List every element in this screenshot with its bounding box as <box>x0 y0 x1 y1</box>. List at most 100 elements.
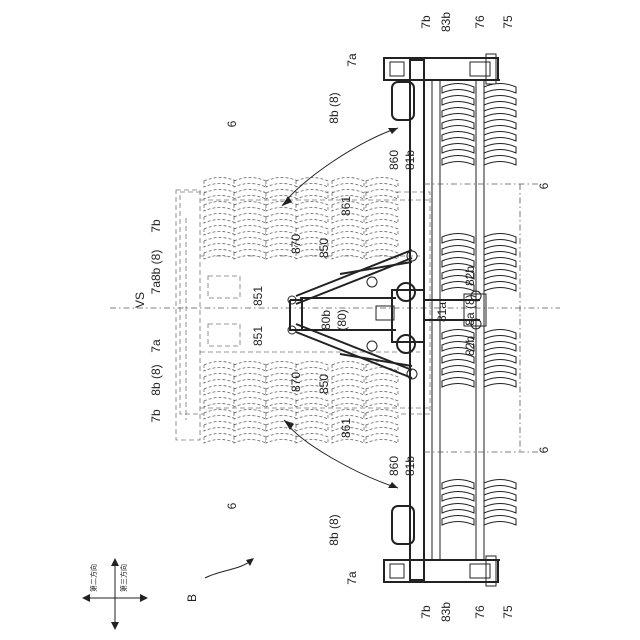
disc-blade <box>442 378 474 388</box>
disc-blade <box>204 434 236 444</box>
reference-label-g_8b8: 8b (8) <box>149 364 163 395</box>
disc-blade <box>484 156 516 166</box>
disc-blade <box>296 202 328 212</box>
reference-label-l_82b_top: 82b <box>463 266 477 286</box>
disc-blade <box>484 96 516 106</box>
disc-blade <box>204 238 236 248</box>
reference-label-l_82b_bot: 82b <box>463 336 477 356</box>
reference-label-l_81b_bot: 81b <box>403 456 417 476</box>
disc-blade <box>204 202 236 212</box>
disc-blade <box>204 374 236 384</box>
disc-blade <box>332 398 364 408</box>
disc-blade <box>296 422 328 432</box>
disc-blade <box>204 190 236 200</box>
disc-blade <box>266 178 298 188</box>
reference-label-l_83b_top: 83b <box>439 12 453 32</box>
reference-label-l_861_top: 861 <box>339 196 353 216</box>
disc-blade <box>366 202 398 212</box>
disc-blade <box>442 120 474 130</box>
disc-blade <box>442 480 474 490</box>
disc-blade <box>442 258 474 268</box>
disc-blade <box>204 214 236 224</box>
disc-blade <box>332 374 364 384</box>
disc-blade <box>234 410 266 420</box>
reference-label-l_860_top: 860 <box>387 150 401 170</box>
disc-blade <box>266 226 298 236</box>
disc-blade <box>204 386 236 396</box>
reference-label-l_7a_top: 7a <box>345 53 359 67</box>
view-label: B <box>185 594 199 602</box>
direction-label: 第二方向 <box>89 564 98 592</box>
disc-blade <box>332 226 364 236</box>
disc-blade <box>442 492 474 502</box>
reference-label-l_8b8_bot: 8b (8) <box>327 514 341 545</box>
reference-label-l_83b_bot: 83b <box>439 602 453 622</box>
disc-blade <box>296 226 328 236</box>
disc-blade <box>484 258 516 268</box>
disc-blade <box>442 366 474 376</box>
disc-blade <box>484 378 516 388</box>
disc-blade <box>234 202 266 212</box>
reference-label-l_6_lower_ghost: 6 <box>225 502 239 509</box>
reference-label-l_8b8_top: 8b (8) <box>327 92 341 123</box>
disc-blade <box>484 282 516 292</box>
vs-label: VS <box>133 292 147 308</box>
disc-blade <box>332 362 364 372</box>
reference-label-l_850_bot: 850 <box>317 374 331 394</box>
disc-blade <box>484 492 516 502</box>
disc-blade <box>366 374 398 384</box>
disc-blade <box>442 156 474 166</box>
disc-blade <box>484 504 516 514</box>
disc-blade <box>366 214 398 224</box>
disc-blade <box>442 246 474 256</box>
disc-blade <box>266 398 298 408</box>
disc-blade <box>442 132 474 142</box>
disc-blade <box>234 374 266 384</box>
disc-blade <box>366 190 398 200</box>
disc-blade <box>266 422 298 432</box>
reference-label-l_6_right_top: 6 <box>537 182 551 189</box>
reference-label-g_7a_mid: 7a <box>149 339 163 353</box>
disc-blade <box>366 226 398 236</box>
disc-blade <box>484 516 516 526</box>
disc-blade <box>366 434 398 444</box>
disc-blade <box>442 504 474 514</box>
disc-blade <box>296 214 328 224</box>
reference-label-l_860_bot: 860 <box>387 456 401 476</box>
disc-blade <box>266 434 298 444</box>
disc-blade <box>484 342 516 352</box>
disc-blade <box>266 410 298 420</box>
reference-label-l_850_top: 850 <box>317 238 331 258</box>
disc-blade <box>296 190 328 200</box>
disc-blade <box>266 362 298 372</box>
disc-blade <box>332 178 364 188</box>
disc-blade <box>266 190 298 200</box>
disc-blade <box>484 144 516 154</box>
disc-blade <box>442 234 474 244</box>
disc-blade <box>204 178 236 188</box>
reference-label-l_75_top: 75 <box>501 15 515 29</box>
reference-label-l_851_top: 851 <box>251 286 265 306</box>
disc-blade <box>266 214 298 224</box>
direction-label: 第三方向 <box>119 564 128 592</box>
reference-label-l_81b_top: 81b <box>403 150 417 170</box>
disc-blade <box>266 202 298 212</box>
reference-label-l_870_top: 870 <box>289 234 303 254</box>
disc-blade <box>442 108 474 118</box>
disc-blade <box>234 178 266 188</box>
disc-blade <box>332 386 364 396</box>
disc-blade <box>484 330 516 340</box>
disc-blade <box>484 366 516 376</box>
disc-blade <box>296 362 328 372</box>
disc-blade <box>484 84 516 94</box>
disc-blade <box>204 226 236 236</box>
disc-blade <box>484 120 516 130</box>
reference-label-l_870_bot: 870 <box>289 372 303 392</box>
disc-blade <box>234 238 266 248</box>
disc-blade <box>442 84 474 94</box>
reference-label-l_7b_top: 7b <box>419 15 433 29</box>
reference-label-l_8a8: 8a (8) <box>463 294 477 325</box>
reference-label-l_7a_bot: 7a <box>345 571 359 585</box>
disc-blade <box>204 398 236 408</box>
